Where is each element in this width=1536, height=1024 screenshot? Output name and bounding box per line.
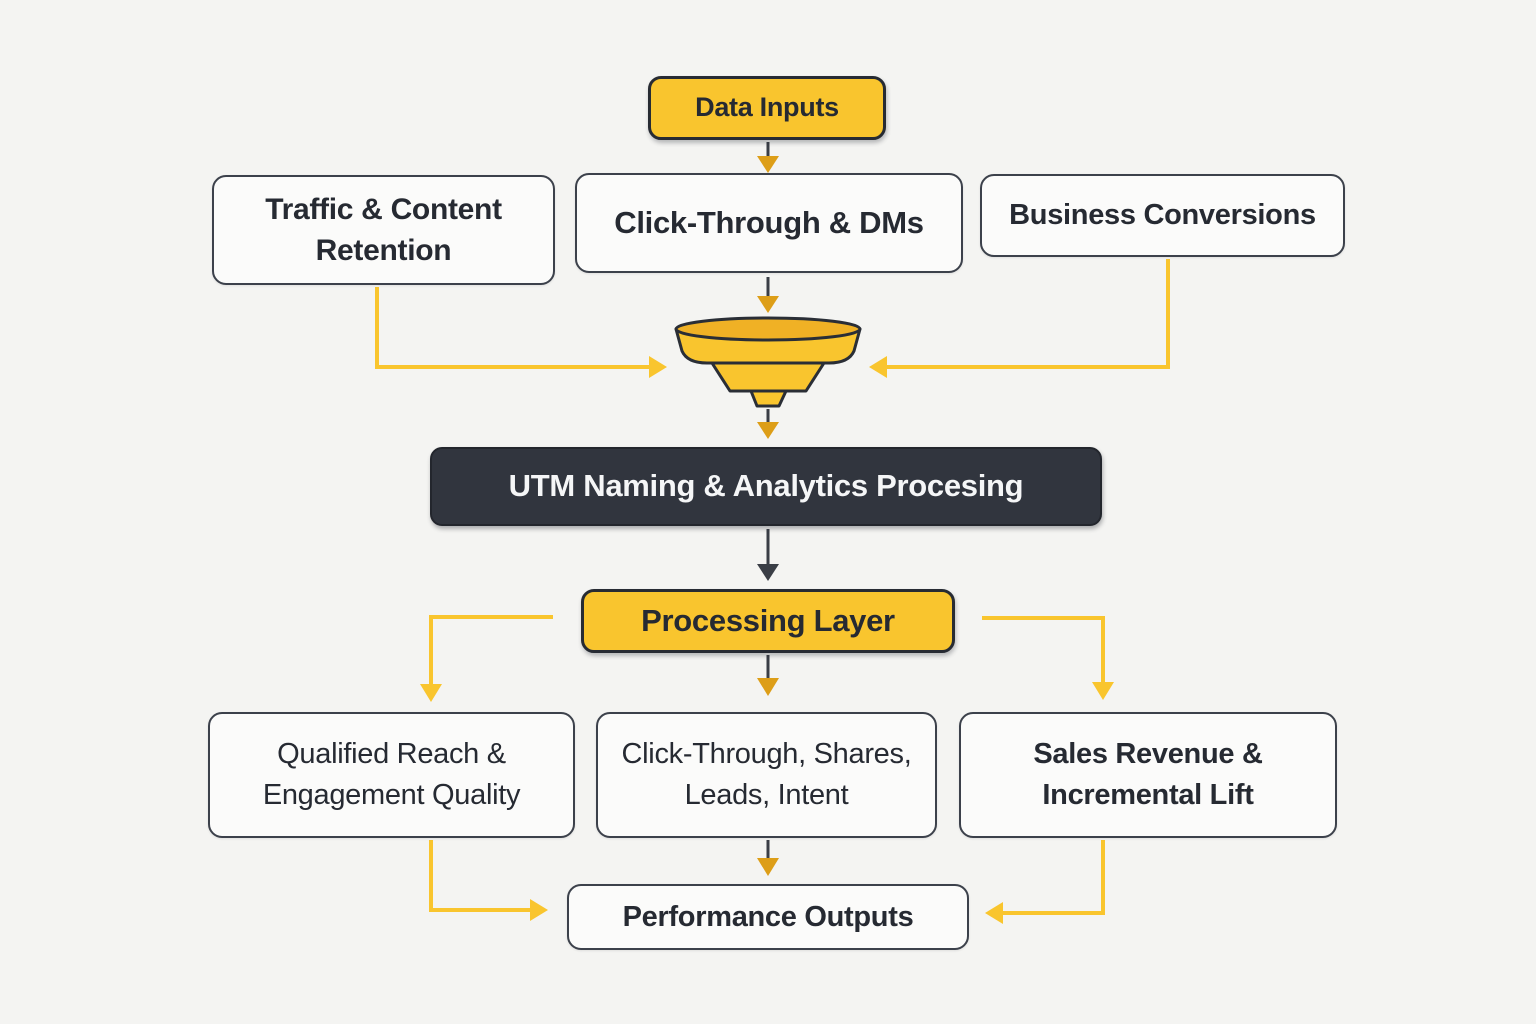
node-data-inputs: Data Inputs [648, 76, 886, 140]
node-utm-analytics-processing: UTM Naming & Analytics Procesing [430, 447, 1102, 526]
node-label: UTM Naming & Analytics Procesing [508, 468, 1024, 504]
arrow-data-inputs-down [757, 142, 779, 173]
arrow-processing-to-qualified [420, 615, 553, 702]
node-click-through-dms: Click-Through & DMs [575, 173, 963, 273]
node-click-through-shares: Click-Through, Shares, Leads, Intent [596, 712, 937, 838]
arrow-qualified-to-performance [429, 840, 548, 921]
arrow-utm-to-processing [757, 529, 779, 581]
node-label: Click-Through & DMs [614, 204, 924, 240]
node-business-conversions: Business Conversions [980, 174, 1345, 257]
arrow-traffic-to-funnel [375, 287, 667, 378]
node-label: Sales Revenue & Incremental Lift [1033, 737, 1263, 811]
node-label: Performance Outputs [622, 900, 914, 933]
node-label: Qualified Reach & Engagement Quality [262, 737, 521, 811]
node-label: Data Inputs [695, 92, 839, 123]
node-sales-revenue: Sales Revenue & Incremental Lift [959, 712, 1337, 838]
arrow-business-to-funnel [869, 259, 1170, 378]
arrow-funnel-to-utm [757, 409, 779, 439]
node-label: Business Conversions [1009, 199, 1316, 232]
node-traffic-content-retention: Traffic & Content Retention [212, 175, 555, 285]
node-label: Processing Layer [641, 602, 895, 638]
node-label: Traffic & Content Retention [265, 192, 502, 267]
arrow-ctdms-to-funnel [757, 277, 779, 313]
arrow-clickthrough-to-performance [757, 840, 779, 876]
node-performance-outputs: Performance Outputs [567, 884, 969, 950]
arrow-processing-to-clickthrough [757, 655, 779, 696]
funnel-icon [674, 316, 862, 408]
node-label: Click-Through, Shares, Leads, Intent [621, 737, 912, 811]
node-processing-layer: Processing Layer [581, 589, 955, 653]
arrow-sales-to-performance [985, 840, 1105, 924]
arrow-processing-to-sales [982, 616, 1114, 700]
node-qualified-reach: Qualified Reach & Engagement Quality [208, 712, 575, 838]
